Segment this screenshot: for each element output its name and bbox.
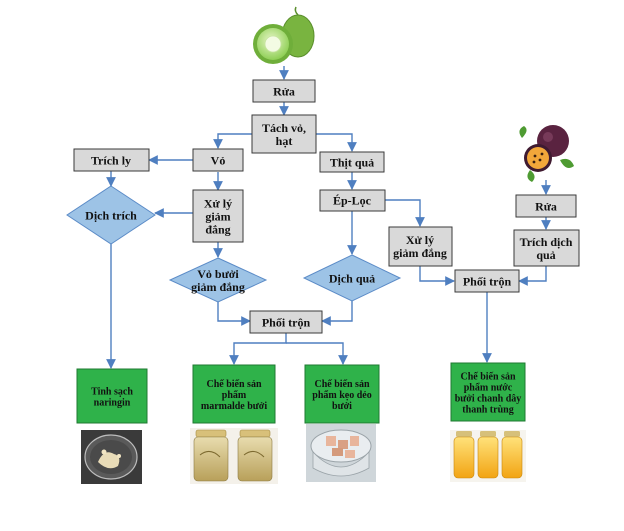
label-line: Xử lý (204, 197, 232, 211)
diamond-dich-trich (66, 185, 156, 245)
label-line: Rửa (535, 200, 557, 214)
label-dich-trich: Dịch trích (85, 209, 137, 223)
edge-vobuoi-phoitron1 (217, 300, 251, 326)
edge-phoitron1-out3 (286, 342, 348, 365)
marmalade-jars-icon (190, 428, 278, 484)
diamond-vo-buoi-giam-dang (168, 257, 268, 303)
label-tach-vo-hat: Tách vỏ,hạt (262, 121, 306, 148)
label-line: Trích dịch (520, 235, 573, 249)
box-xu-ly-giam-dang-2 (388, 226, 453, 267)
label-line: quả (536, 248, 555, 262)
label-line: bưởi chanh dây (455, 393, 522, 404)
label-line: đắng (205, 223, 230, 237)
label-line: hạt (276, 134, 293, 148)
passion-fruit-icon (519, 125, 574, 182)
label-dich-qua: Dịch quả (329, 272, 375, 286)
label-line: Dịch quả (329, 272, 375, 286)
box-ep-loc (319, 189, 386, 212)
box-trich-dich-qua (513, 229, 580, 267)
label-line: marmalde bưởi (201, 401, 267, 412)
label-line: Dịch trích (85, 209, 137, 223)
diamond-dich-qua (302, 254, 402, 302)
edge-trichdich-phoitron2 (518, 266, 547, 286)
box-xu-ly-giam-dang-1 (192, 189, 244, 243)
gummy-candy-cup-icon (306, 424, 376, 482)
flow-connectors (106, 66, 551, 369)
edge-dichqua-phoitron1 (321, 300, 353, 326)
juice-bottles-icon (450, 430, 526, 482)
label-phoi-tron-1: Phối trộn (262, 316, 311, 330)
label-line: Vỏ (211, 154, 226, 168)
label-line: Vỏ bưởi (197, 267, 239, 281)
box-nuoc-buoi-chanh-day (450, 362, 526, 422)
label-line: Chế biến sản (314, 379, 369, 390)
label-trich-ly: Trích ly (91, 154, 131, 168)
label-line: bưởi (332, 401, 352, 412)
box-tach-vo-hat (251, 114, 317, 154)
label-rua-2: Rửa (535, 200, 557, 214)
edge-tach-vo (213, 133, 252, 149)
label-line: phẩm kẹo dẻo (312, 390, 371, 401)
edge-phoitron1-out2 (229, 333, 287, 365)
edge-tach-thitqua (316, 133, 357, 152)
naringin-powder-dish-icon (81, 430, 142, 484)
edge-xuly2-phoitron2 (419, 266, 455, 286)
label-line: giảm đắng (393, 246, 447, 260)
label-line: giảm (205, 210, 230, 224)
box-vo (192, 148, 244, 172)
label-thit-qua: Thịt quả (330, 156, 374, 170)
pomelo-fruit-icon (253, 6, 315, 64)
label-phoi-tron-2: Phối trộn (463, 275, 512, 289)
label-line: Trích ly (91, 154, 131, 168)
label-ep-loc: Ép-Lọc (333, 194, 372, 208)
label-line: naringin (94, 397, 131, 408)
node-labels: Rửa Tách vỏ,hạt Trích ly Vỏ Thịt quả Dịc… (85, 85, 573, 416)
label-line: phẩm nước (464, 382, 513, 393)
box-tinh-sach-naringin (76, 368, 148, 424)
box-phoi-tron-2 (454, 269, 520, 293)
edge-eploc-xuly2 (385, 199, 425, 227)
label-vo: Vỏ (211, 154, 226, 168)
box-rua-1 (252, 79, 316, 103)
label-line: phẩm (222, 390, 247, 401)
label-line: Xử lý (406, 233, 434, 247)
label-line: Phối trộn (262, 316, 311, 330)
label-line: Tinh sạch (91, 386, 133, 397)
label-line: Rửa (273, 85, 295, 99)
box-phoi-tron-1 (249, 310, 323, 334)
label-line: Chế biến sản (206, 379, 261, 390)
label-rua-1: Rửa (273, 85, 295, 99)
box-trich-ly (73, 148, 150, 172)
label-line: Thịt quả (330, 156, 374, 170)
label-line: Tách vỏ, (262, 121, 306, 135)
process-boxes (73, 79, 580, 334)
decision-shapes (66, 185, 402, 303)
box-marmalade (192, 364, 276, 424)
box-thit-qua (319, 151, 385, 173)
label-line: giảm đắng (191, 280, 245, 294)
box-keo-deo (304, 364, 380, 424)
label-line: Ép-Lọc (333, 194, 372, 208)
label-line: thanh trùng (462, 404, 513, 415)
product-boxes (76, 362, 526, 424)
label-line: Chế biến sản (460, 371, 515, 382)
box-rua-2 (515, 194, 577, 218)
label-line: Phối trộn (463, 275, 512, 289)
